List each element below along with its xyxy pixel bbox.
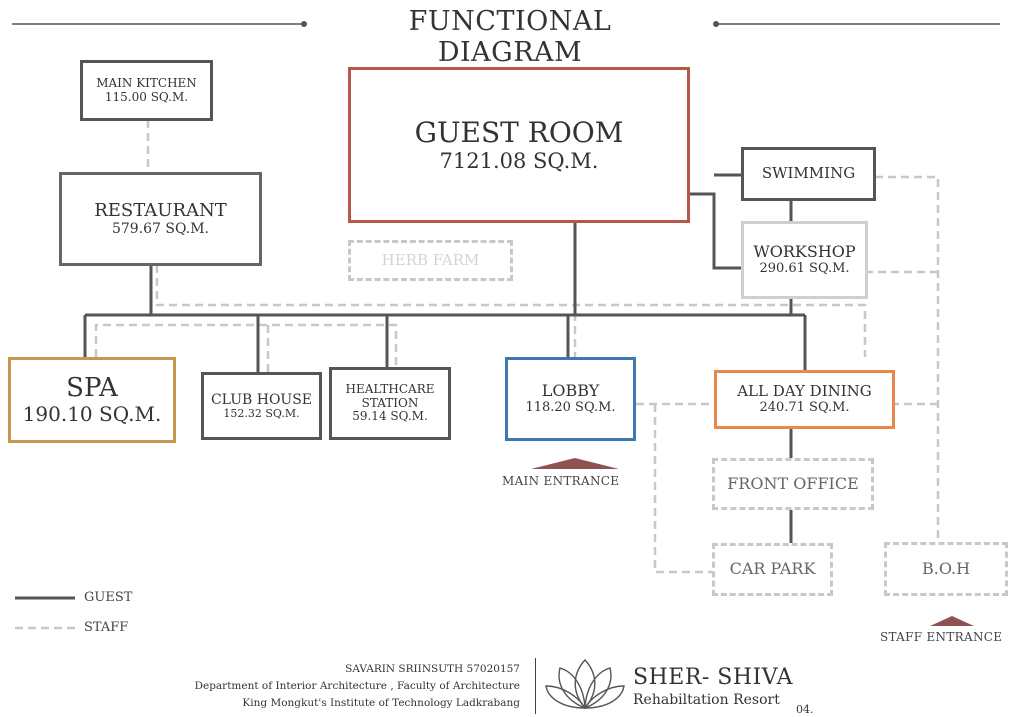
guest-room-name: GUEST ROOM [414, 115, 624, 149]
healthcare-station-area: 59.14 SQ.M. [352, 409, 428, 424]
workshop-area: 290.61 SQ.M. [759, 260, 850, 276]
spa-area: 190.10 SQ.M. [22, 402, 162, 427]
healthcare-station-name: HEALTHCARE STATION [345, 381, 435, 410]
brand-name: SHER- SHIVA [633, 665, 794, 690]
front-office-box: FRONT OFFICE [712, 458, 874, 510]
guest-room-box: GUEST ROOM 7121.08 SQ.M. [348, 67, 690, 223]
staff-connectors [94, 120, 940, 574]
lotus-logo [545, 658, 625, 710]
swimming-box: SWIMMING [741, 147, 876, 201]
all-day-dining-box: ALL DAY DINING 240.71 SQ.M. [714, 370, 895, 429]
main-entrance-label: MAIN ENTRANCE [502, 474, 620, 488]
restaurant-name: RESTAURANT [94, 199, 227, 221]
guest-connectors [83, 173, 807, 543]
main-entrance-arrow [531, 458, 619, 469]
spa-name: SPA [66, 372, 118, 403]
main-kitchen-area: 115.00 SQ.M. [104, 89, 189, 104]
spa-box: SPA 190.10 SQ.M. [8, 357, 176, 443]
lobby-box: LOBBY 118.20 SQ.M. [505, 357, 636, 441]
herb-farm-box: HERB FARM [348, 240, 513, 281]
healthcare-station-box: HEALTHCARE STATION 59.14 SQ.M. [329, 367, 451, 440]
brand-subtitle: Rehabiltation Resort [633, 692, 780, 708]
restaurant-area: 579.67 SQ.M. [111, 221, 210, 238]
legend-lines [15, 596, 75, 630]
footer-credits: SAVARIN SRIINSUTH 57020157 Department of… [195, 661, 520, 711]
lobby-name: LOBBY [541, 381, 600, 401]
herb-farm-name: HERB FARM [381, 250, 480, 269]
workshop-box: WORKSHOP 290.61 SQ.M. [741, 221, 868, 299]
institute-line: King Mongkut's Institute of Technology L… [242, 696, 520, 709]
main-kitchen-name: MAIN KITCHEN [96, 75, 197, 90]
staff-entrance-label: STAFF ENTRANCE [880, 630, 1003, 644]
main-kitchen-box: MAIN KITCHEN 115.00 SQ.M. [80, 60, 213, 121]
page-number: 04. [796, 703, 814, 716]
brand-block: SHER- SHIVA Rehabiltation Resort [633, 665, 794, 709]
all-day-dining-name: ALL DAY DINING [737, 382, 872, 401]
department-line: Department of Interior Architecture , Fa… [194, 679, 520, 692]
workshop-name: WORKSHOP [753, 242, 856, 262]
page-title: FUNCTIONAL DIAGRAM [408, 6, 612, 68]
car-park-name: CAR PARK [729, 559, 816, 579]
legend-guest-label: GUEST [84, 590, 133, 605]
staff-entrance-arrow [930, 616, 974, 626]
legend-staff-label: STAFF [84, 620, 129, 635]
guest-room-area: 7121.08 SQ.M. [439, 149, 599, 174]
restaurant-box: RESTAURANT 579.67 SQ.M. [59, 172, 262, 266]
club-house-area: 152.32 SQ.M. [223, 406, 300, 420]
author-line: SAVARIN SRIINSUTH 57020157 [345, 663, 520, 675]
all-day-dining-area: 240.71 SQ.M. [759, 399, 850, 415]
boh-name: B.O.H [921, 558, 971, 578]
car-park-box: CAR PARK [712, 543, 833, 596]
front-office-name: FRONT OFFICE [727, 473, 859, 493]
lobby-area: 118.20 SQ.M. [525, 399, 616, 415]
title-rule [12, 21, 1000, 27]
footer-divider [535, 658, 536, 714]
boh-box: B.O.H [884, 542, 1008, 596]
swimming-name: SWIMMING [761, 164, 856, 183]
club-house-name: CLUB HOUSE [210, 391, 313, 408]
club-house-box: CLUB HOUSE 152.32 SQ.M. [201, 372, 322, 440]
